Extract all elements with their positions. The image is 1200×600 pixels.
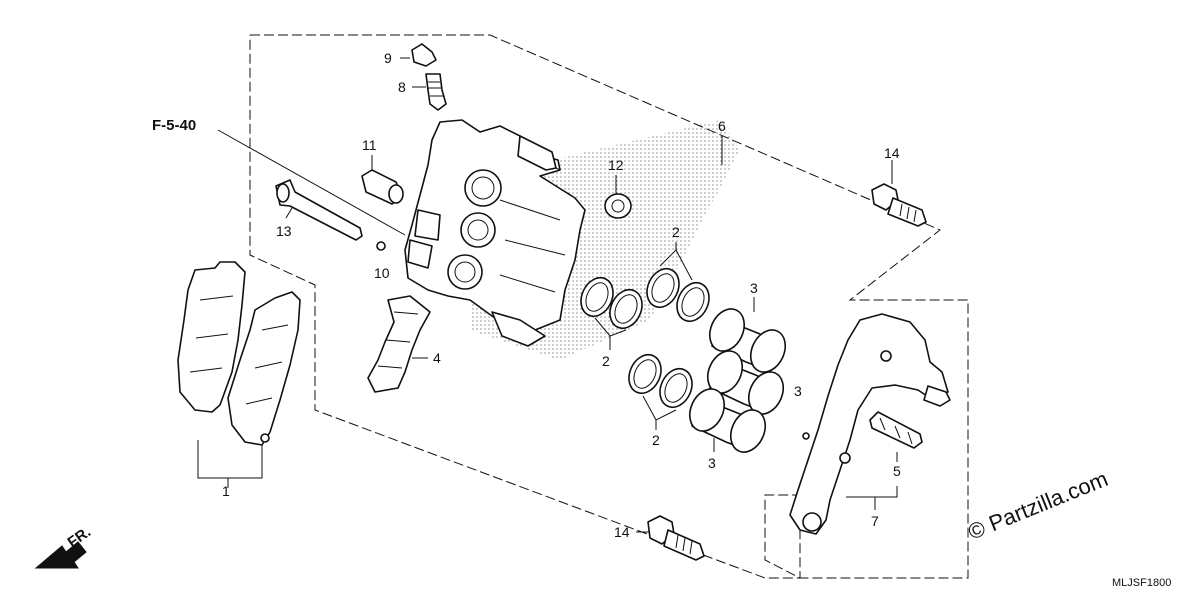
watermark: © Partzilla.com: [965, 466, 1112, 545]
piston-seal-group-b[interactable]: [641, 264, 715, 327]
callout-11[interactable]: 11: [362, 137, 377, 153]
callout-1[interactable]: 1: [222, 483, 230, 499]
caliper-bore-2: [460, 212, 496, 248]
callout-3a[interactable]: 3: [750, 280, 758, 296]
brake-pad-set[interactable]: [177, 261, 301, 446]
bracket-hole-middle: [839, 452, 851, 464]
callout-10[interactable]: 10: [374, 265, 390, 281]
caliper-pin-boss: [517, 135, 557, 171]
callout-2c-bracket: [642, 395, 677, 430]
piston-lower[interactable]: [683, 383, 772, 457]
callout-14a[interactable]: 14: [884, 145, 900, 161]
caliper-bracket[interactable]: [789, 313, 951, 535]
callout-7[interactable]: 7: [871, 513, 879, 529]
callout-3c[interactable]: 3: [708, 455, 716, 471]
callout-5[interactable]: 5: [893, 463, 901, 479]
pad-spring[interactable]: [367, 295, 431, 393]
mounting-bolt-lower[interactable]: [647, 515, 705, 561]
callout-7-bracket: [846, 486, 898, 510]
bracket-pin-end: [923, 385, 951, 407]
boot[interactable]: [604, 193, 632, 219]
callout-2b[interactable]: 2: [672, 224, 680, 240]
callout-13[interactable]: 13: [276, 223, 292, 239]
pad-retainer[interactable]: [869, 411, 923, 449]
callout-9[interactable]: 9: [384, 50, 392, 66]
bleeder-threads: [428, 81, 443, 97]
front-marker: FR.: [65, 523, 95, 551]
caliper-bore-1: [464, 169, 502, 207]
cap-end: [388, 184, 404, 204]
caliper-ear-lower: [407, 239, 433, 269]
callout-6[interactable]: 6: [718, 118, 726, 134]
plug[interactable]: [376, 241, 386, 251]
bracket-hole-upper: [880, 350, 892, 362]
pad-right-segments: [245, 324, 289, 405]
callout-2a-bracket: [594, 317, 627, 350]
bleeder-cap[interactable]: [411, 43, 437, 67]
piston-seal-group-c[interactable]: [623, 350, 698, 413]
pin-plug-cap[interactable]: [361, 169, 404, 205]
bolt-lower-threads: [675, 534, 693, 555]
bolt-upper-threads: [899, 203, 917, 223]
callout-8[interactable]: 8: [398, 79, 406, 95]
assembly-boundary-outline: [249, 34, 969, 579]
pad-pin-hole: [260, 433, 270, 443]
pad-spring-slots: [377, 311, 419, 369]
piston-seal-group-a[interactable]: [575, 273, 648, 334]
mounting-bolt-upper[interactable]: [871, 183, 927, 227]
pad-pin[interactable]: [275, 179, 363, 241]
pad-pin-head: [276, 183, 290, 203]
callout-13-leader: [285, 207, 293, 219]
caliper-ribs: [499, 149, 566, 293]
callout-1-bracket: [197, 440, 263, 488]
callout-14b[interactable]: 14: [614, 524, 630, 540]
callout-4[interactable]: 4: [433, 350, 441, 366]
bracket-mount-lower: [802, 512, 822, 532]
reference-label[interactable]: F-5-40: [152, 117, 196, 134]
caliper-lower-lip: [491, 311, 546, 347]
bleeder-screw[interactable]: [425, 73, 447, 111]
callout-2a[interactable]: 2: [602, 353, 610, 369]
brake-pad-left: [177, 261, 246, 413]
piston-middle[interactable]: [701, 345, 790, 419]
callout-2b-bracket: [659, 242, 693, 281]
pad-left-segments: [189, 295, 234, 373]
ref-leader-line: [217, 129, 406, 236]
front-arrow-icon: [34, 541, 87, 569]
caliper-body[interactable]: [404, 119, 740, 360]
callout-3b[interactable]: 3: [794, 383, 802, 399]
retainer-tabs: [879, 417, 913, 445]
piston-upper[interactable]: [703, 303, 792, 377]
bracket-small-pin: [802, 432, 810, 440]
callout-12[interactable]: 12: [608, 157, 624, 173]
diagram-code: MLJSF1800: [1112, 577, 1171, 589]
caliper-ear-upper: [414, 209, 441, 241]
callout-2c[interactable]: 2: [652, 432, 660, 448]
brake-pad-right: [227, 291, 301, 446]
caliper-bore-3: [447, 254, 483, 290]
